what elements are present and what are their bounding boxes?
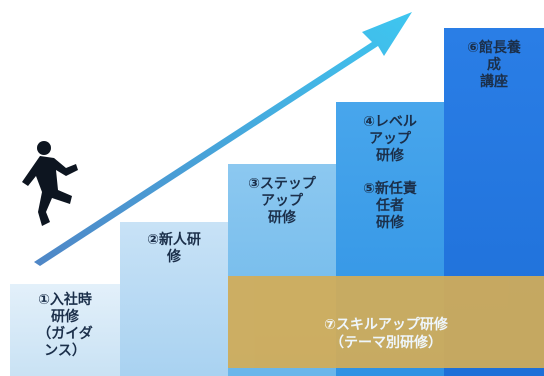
step-1-line-3: （ガイダ (37, 326, 93, 342)
skill-band-line-2: （テーマ別研修） (330, 335, 442, 351)
growth-arrow-icon (34, 12, 412, 266)
skill-up-training-band: ⑦スキルアップ研修 （テーマ別研修） (228, 276, 544, 368)
step-5-line-2: 任者 (376, 198, 404, 214)
step-2-new-staff-training: ②新人研 修 (120, 222, 228, 376)
step-4-line-1: ④レベル (363, 114, 417, 130)
step-4-line-2: アップ (369, 131, 411, 147)
step-6-line-3: 講座 (480, 74, 508, 90)
step-4-line-3: 研修 (376, 148, 404, 164)
step-2-line-2: 修 (167, 249, 181, 265)
step-3-line-2: アップ (261, 193, 303, 209)
step-6-line-1: ⑥館長養 (467, 40, 521, 56)
step-1-line-2: 研修 (51, 309, 79, 325)
step-1-line-1: ①入社時 (38, 292, 92, 308)
step-1-line-4: ンス） (44, 343, 86, 359)
step-5-line-3: 研修 (376, 215, 404, 231)
running-figure-icon (22, 141, 78, 226)
step-1-orientation-training: ①入社時 研修 （ガイダ ンス） (10, 284, 120, 376)
skill-band-line-1: ⑦スキルアップ研修 (324, 317, 448, 333)
step-2-line-1: ②新人研 (147, 232, 201, 248)
step-3-line-3: 研修 (268, 210, 296, 226)
step-3-line-1: ③ステップ (248, 176, 316, 192)
step-5-line-1: ⑤新任責 (363, 181, 417, 197)
step-6-line-2: 成 (487, 57, 501, 73)
